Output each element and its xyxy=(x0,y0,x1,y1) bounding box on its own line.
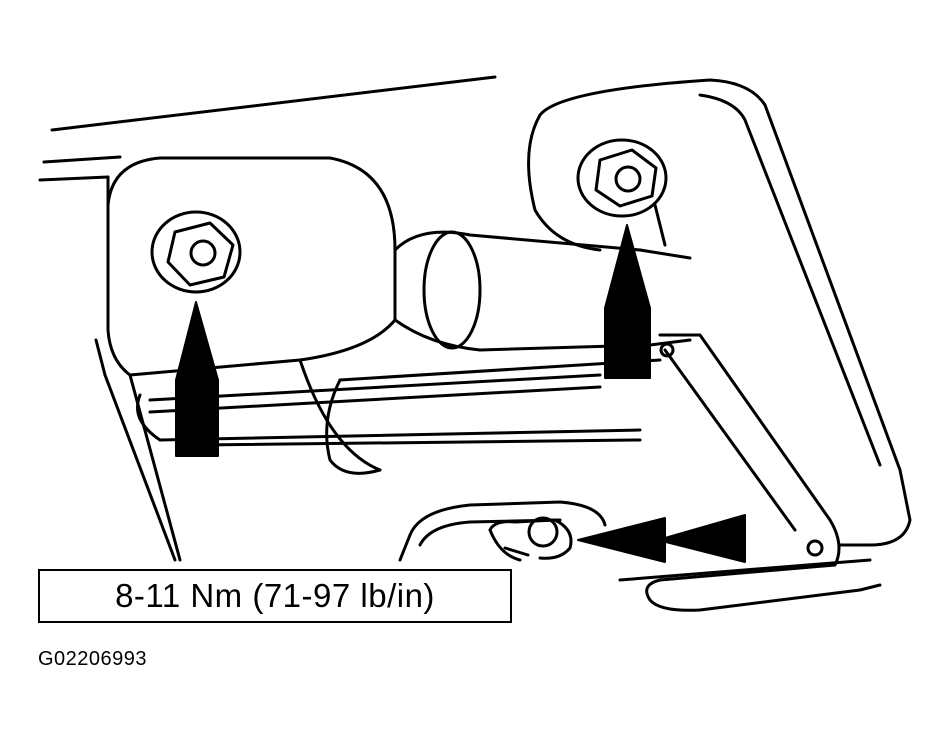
figure-id-label: G02206993 xyxy=(38,648,148,670)
hex-bolt-icon xyxy=(488,516,573,562)
right-bracket xyxy=(527,78,912,547)
left-bracket xyxy=(94,156,397,562)
lower-mount xyxy=(398,500,607,562)
pointer-arrow-icon xyxy=(577,514,746,563)
hex-bolt-icon xyxy=(576,138,668,218)
pointer-arrow-icon xyxy=(175,301,219,457)
lower-housing xyxy=(618,333,882,612)
torque-spec-box: 8-11 Nm (71-97 lb/in) xyxy=(38,569,512,623)
torque-spec-label: 8-11 Nm (71-97 lb/in) xyxy=(115,577,435,614)
pointer-arrow-icon xyxy=(604,224,651,379)
engine-block-outline xyxy=(38,75,497,207)
hex-bolt-icon xyxy=(150,210,242,294)
